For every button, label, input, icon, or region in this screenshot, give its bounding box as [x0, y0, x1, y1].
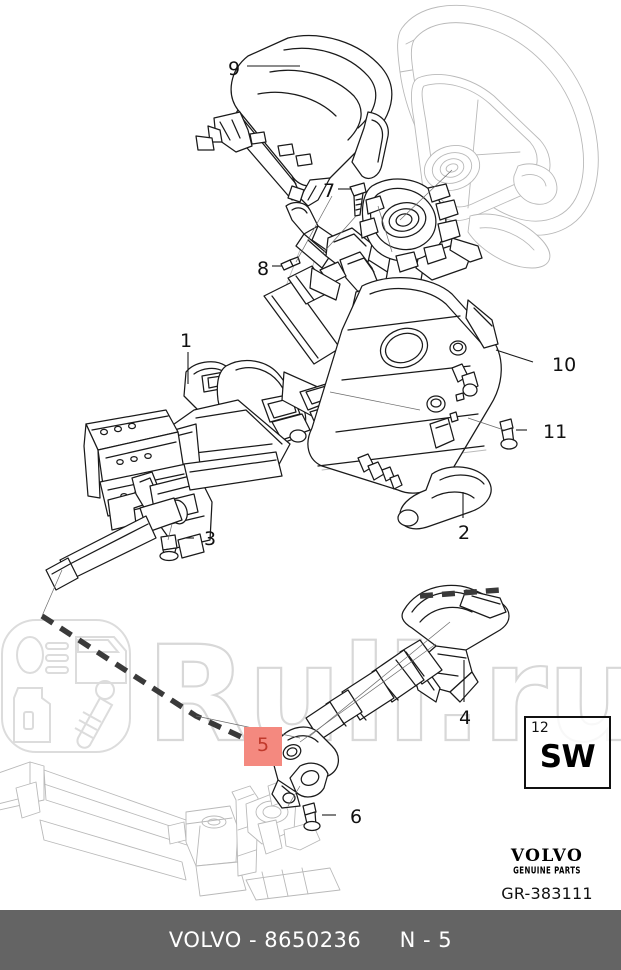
- sw-reference-box[interactable]: 12 SW: [524, 716, 611, 789]
- leader-10: [495, 349, 534, 363]
- callout-1[interactable]: 1: [180, 330, 193, 352]
- part-9-upper-shroud: [195, 34, 393, 207]
- footer-brand: VOLVO: [168, 928, 242, 952]
- part-11-screw: [499, 418, 518, 450]
- part-7-screw: [349, 182, 367, 217]
- footer-part-number: 8650236: [264, 928, 362, 952]
- volvo-logo-subtext: GENUINE PARTS: [513, 865, 581, 877]
- callout-9[interactable]: 9: [228, 58, 241, 80]
- dashed-reference-line-upper: [419, 587, 501, 599]
- footer-separator: -: [248, 928, 258, 952]
- footer-bar: VOLVO - 8650236 N - 5: [0, 910, 621, 970]
- callout-5-highlighted[interactable]: 5: [244, 727, 283, 766]
- callout-10[interactable]: 10: [552, 354, 577, 376]
- volvo-logo-text: VOLVO: [510, 846, 584, 866]
- phantom-parts-layer: [0, 4, 599, 901]
- sw-box-number: 12: [531, 720, 549, 736]
- callout-2[interactable]: 2: [458, 522, 471, 544]
- part-1-steering-column-assembly: [45, 265, 345, 591]
- callout-4[interactable]: 4: [459, 707, 472, 729]
- callout-number-layer: 1 2 3 4 5 6 7 8 9 10 11: [180, 58, 577, 828]
- callout-6[interactable]: 6: [350, 806, 363, 828]
- diagram-canvas: Ruli.ru: [0, 4, 621, 904]
- footer-caption: VOLVO - 8650236 N - 5: [169, 928, 452, 952]
- part-3-bolt: [159, 534, 179, 562]
- part-5-universal-joint: [269, 726, 339, 809]
- drawing-reference-code: GR-383111: [501, 884, 593, 903]
- part-2-release-lever: [397, 466, 492, 530]
- callout-8[interactable]: 8: [257, 258, 270, 280]
- stalk-switch-assembly: [285, 178, 483, 327]
- watermark-logo-icon: [1, 619, 131, 753]
- part-6-pinch-bolt: [302, 802, 321, 832]
- steering-wheel-phantom: [397, 4, 599, 269]
- part-10-lower-shroud: [307, 277, 502, 494]
- callout-leader-lines: [186, 65, 534, 816]
- main-drawing-layer: [40, 34, 534, 832]
- callout-7[interactable]: 7: [323, 180, 336, 202]
- footer-page-code: N - 5: [399, 928, 453, 952]
- sw-box-label: SW: [539, 739, 596, 775]
- callout-11[interactable]: 11: [543, 421, 568, 443]
- volvo-brand-block: VOLVO GENUINE PARTS GR-383111: [487, 846, 607, 904]
- callout-3[interactable]: 3: [204, 528, 217, 550]
